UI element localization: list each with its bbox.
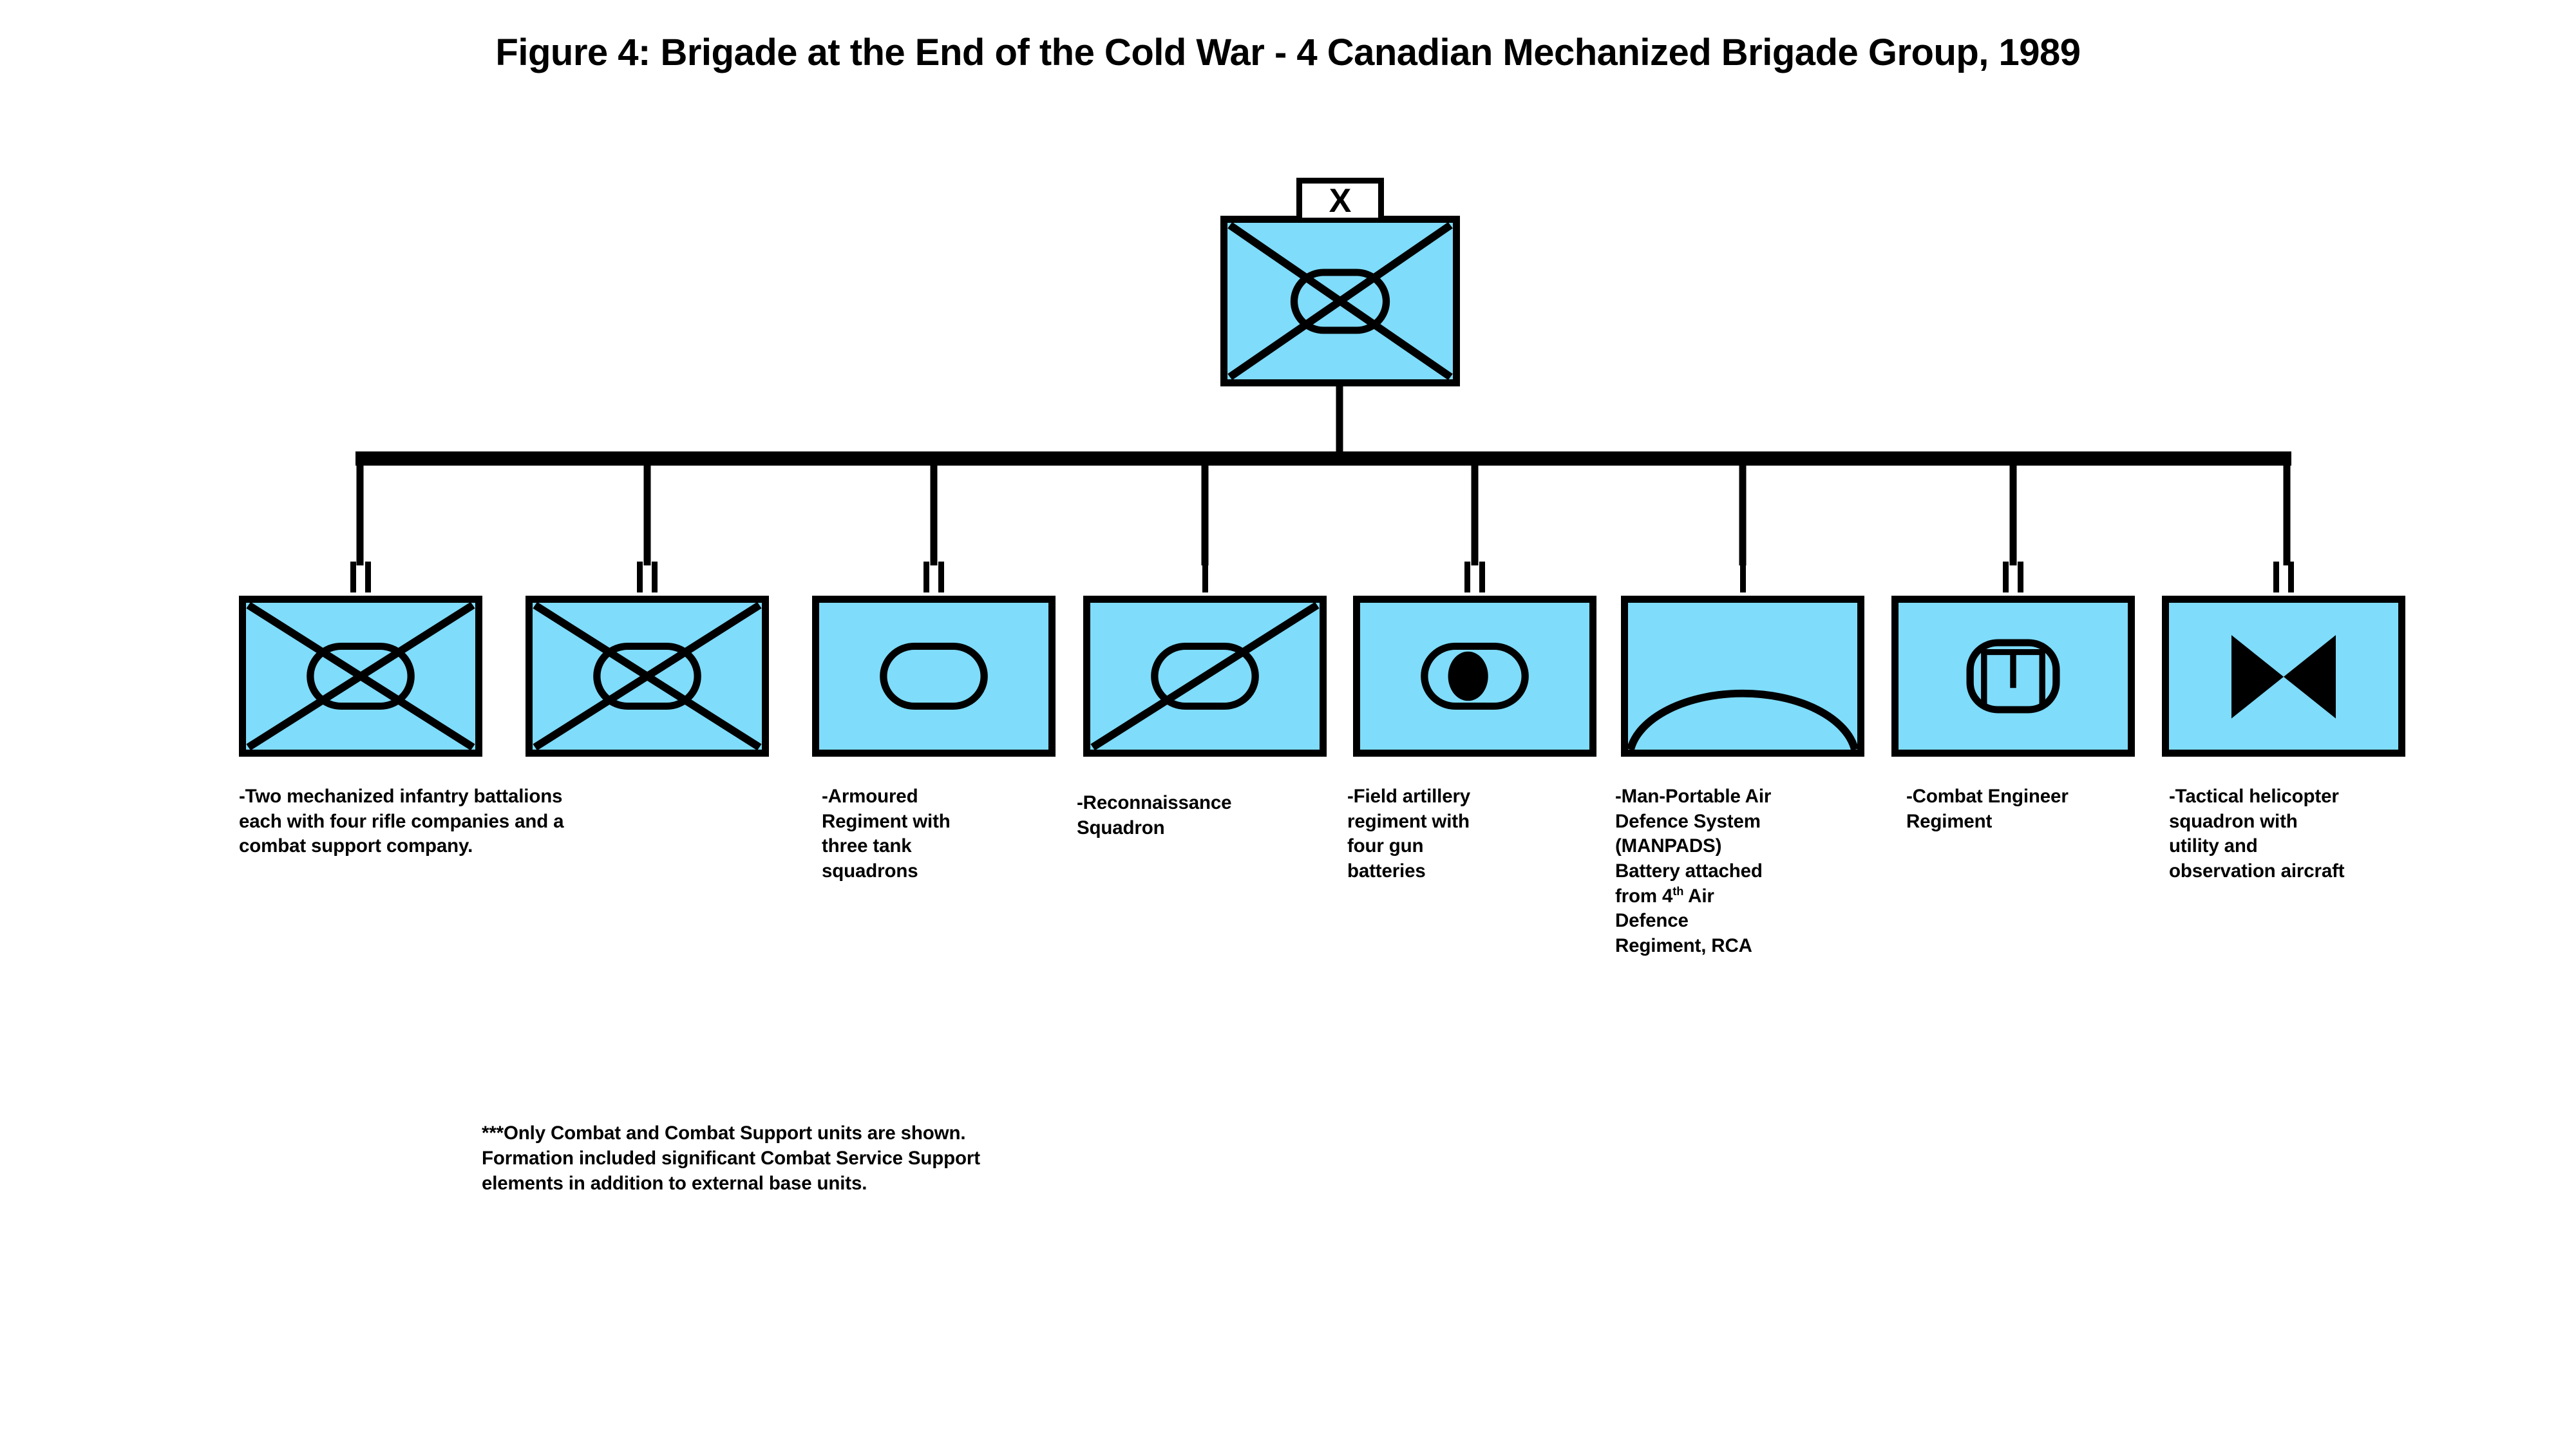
- caption-unit-6-post: Air Defence Regiment, RCA: [1615, 885, 1752, 956]
- echelon-bar: [2018, 562, 2023, 592]
- echelon-bar: [1739, 562, 1746, 592]
- unit-7-combat-engineer-regiment[interactable]: [1891, 562, 2135, 757]
- echelon-bar: [652, 562, 658, 592]
- caption-unit-8: -Tactical helicopter squadron with utili…: [2169, 786, 2345, 882]
- symbol-armour: [812, 596, 1056, 757]
- symbol-self-propelled-artillery: [1353, 596, 1596, 757]
- unit-1-mechanized-infantry-battalion[interactable]: [239, 562, 482, 757]
- caption-unit-6-ordinal: th: [1672, 884, 1684, 898]
- caption-unit-1: -Two mechanized infantry battalions each…: [239, 786, 564, 857]
- unit-3-armoured-regiment[interactable]: [812, 562, 1056, 757]
- unit-6-air-defence-battery[interactable]: [1621, 562, 1864, 757]
- echelon-marker-battalion: [526, 562, 769, 592]
- echelon-bar: [923, 562, 929, 592]
- caption-unit-5: -Field artillery regiment with four gun …: [1347, 786, 1471, 882]
- echelon-bar: [350, 562, 356, 592]
- echelon-bar: [1464, 562, 1470, 592]
- echelon-bar: [2003, 562, 2009, 592]
- unit-8-tactical-helicopter-squadron[interactable]: [2162, 562, 2405, 757]
- unit-4-reconnaissance-squadron[interactable]: [1083, 562, 1327, 757]
- echelon-marker-battery: [1621, 562, 1864, 592]
- echelon-bar: [2288, 562, 2294, 592]
- echelon-bar: [2273, 562, 2279, 592]
- echelon-bar: [637, 562, 643, 592]
- caption-unit-6: -Man-Portable Air Defence System (MANPAD…: [1615, 784, 1853, 958]
- footnote-note: ***Only Combat and Combat Support units …: [482, 1122, 980, 1195]
- symbol-air-defence: [1621, 596, 1864, 757]
- symbol-rotary-wing-aviation: [2162, 596, 2405, 757]
- caption-unit-3: -Armoured Regiment with three tank squad…: [822, 786, 951, 882]
- symbol-combat-engineer: [1891, 596, 2135, 757]
- echelon-marker-company: [1083, 562, 1327, 592]
- echelon-bar: [365, 562, 371, 592]
- echelon-label: X: [1329, 182, 1352, 220]
- echelon-marker-battalion: [239, 562, 482, 592]
- caption-unit-7: -Combat Engineer Regiment: [1906, 786, 2069, 832]
- symbol-mechanized-infantry: [526, 596, 769, 757]
- unit-2-mechanized-infantry-battalion[interactable]: [526, 562, 769, 757]
- echelon-marker-brigade: X: [1296, 178, 1384, 218]
- symbol-mechanized-infantry: [1220, 216, 1460, 386]
- echelon-marker-battalion: [1353, 562, 1596, 592]
- caption-unit-6-pre: -Man-Portable Air Defence System (MANPAD…: [1615, 786, 1772, 907]
- unit-5-field-artillery-regiment[interactable]: [1353, 562, 1596, 757]
- echelon-marker-battalion: [1891, 562, 2135, 592]
- symbol-reconnaissance: [1083, 596, 1327, 757]
- echelon-marker-battalion: [812, 562, 1056, 592]
- symbol-mechanized-infantry: [239, 596, 482, 757]
- unit-root-brigade[interactable]: X: [1220, 178, 1460, 386]
- echelon-bar: [1479, 562, 1485, 592]
- echelon-bar: [938, 562, 944, 592]
- figure-title: Figure 4: Brigade at the End of the Cold…: [495, 32, 2081, 73]
- echelon-bar: [1202, 562, 1208, 592]
- echelon-marker-battalion: [2162, 562, 2405, 592]
- caption-unit-4: -Reconnaissance Squadron: [1077, 792, 1232, 838]
